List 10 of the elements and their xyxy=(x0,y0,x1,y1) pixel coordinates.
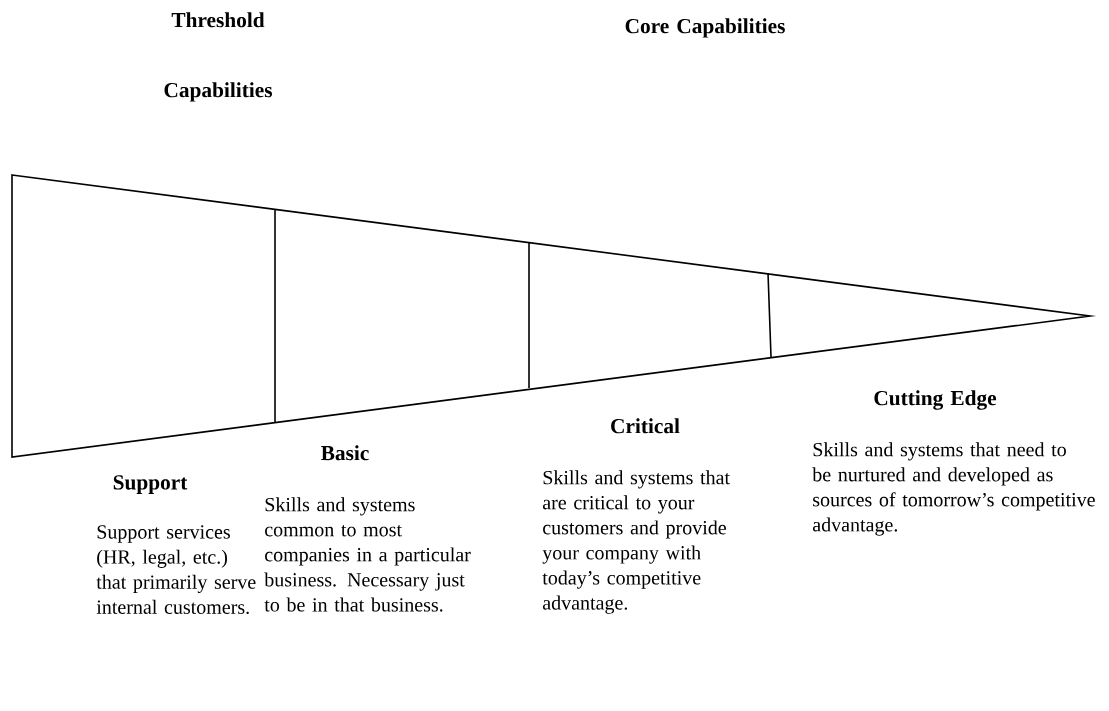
column-heading: Cutting Edge xyxy=(874,390,997,410)
description-text: Support services (HR, legal, etc.) that primarily serve internal customers. xyxy=(96,525,256,614)
group-heading: Threshold Capabilities xyxy=(164,12,272,102)
description-text: Skills and systems that are critical to your customers and provide your company with today’s competitive advantage. xyxy=(542,470,730,614)
column-heading: Basic xyxy=(321,445,369,461)
description-text: Skills and systems common to most companies in a particular business. Necessary just to be in that business. xyxy=(264,497,471,612)
column-heading: Critical xyxy=(611,418,680,434)
column-heading: Support xyxy=(113,475,188,494)
description-text: Skills and systems that need to be nurtured and developed as sources of tomorrow’s competitive advantage. xyxy=(812,442,1095,536)
group-heading: Core Capabilities xyxy=(625,18,785,38)
